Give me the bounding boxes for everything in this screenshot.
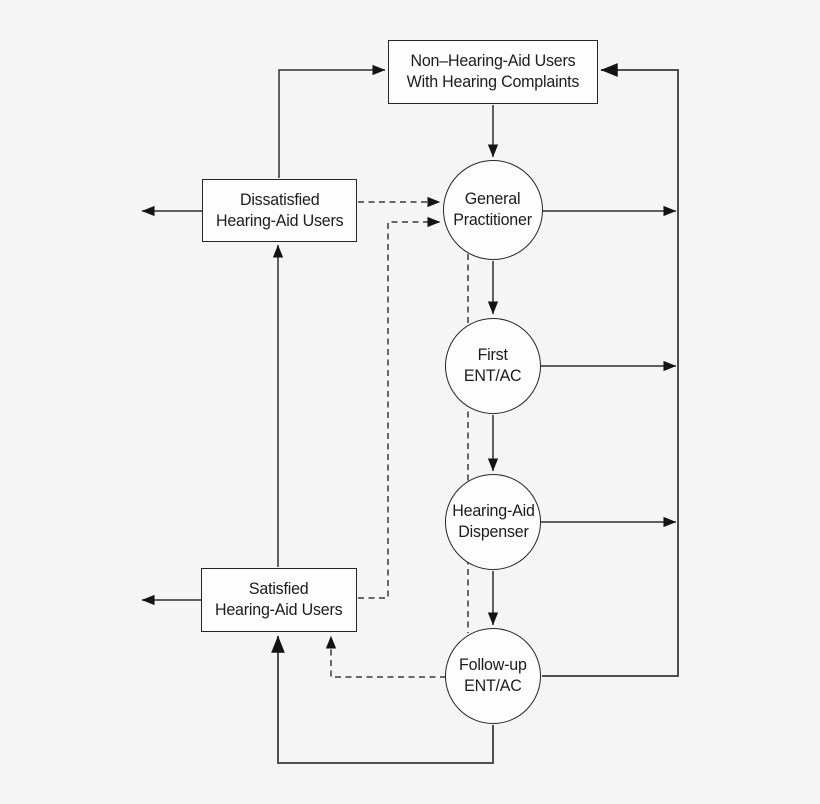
node-label: General Practitioner — [453, 190, 533, 229]
node-first-ent-ac: First ENT/AC — [445, 318, 541, 414]
edge-followup-to-satisfied-dashed — [325, 635, 446, 678]
node-non-hearing-aid-users: Non–Hearing-Aid Users With Hearing Compl… — [388, 40, 598, 104]
node-label: Non–Hearing-Aid Users With Hearing Compl… — [406, 52, 580, 91]
edge-followup-to-satisfied-solid — [271, 635, 494, 764]
node-satisfied-hearing-aid-users: Satisfied Hearing-Aid Users — [201, 568, 357, 632]
node-follow-up-ent-ac: Follow-up ENT/AC — [445, 628, 541, 724]
edge-satisfied-to-gp-dashed — [358, 216, 441, 599]
node-dissatisfied-hearing-aid-users: Dissatisfied Hearing-Aid Users — [202, 179, 357, 242]
node-label: First ENT/AC — [464, 346, 522, 385]
edge-dissatisfied-to-topbox — [278, 64, 386, 178]
node-label: Hearing-Aid Dispenser — [451, 502, 535, 541]
edge-followup-to-topbox — [542, 63, 679, 677]
node-general-practitioner: General Practitioner — [443, 160, 543, 260]
node-hearing-aid-dispenser: Hearing-Aid Dispenser — [445, 474, 541, 570]
node-label: Follow-up ENT/AC — [459, 656, 527, 695]
node-label: Dissatisfied Hearing-Aid Users — [215, 190, 344, 230]
node-label: Satisfied Hearing-Aid Users — [215, 580, 343, 619]
